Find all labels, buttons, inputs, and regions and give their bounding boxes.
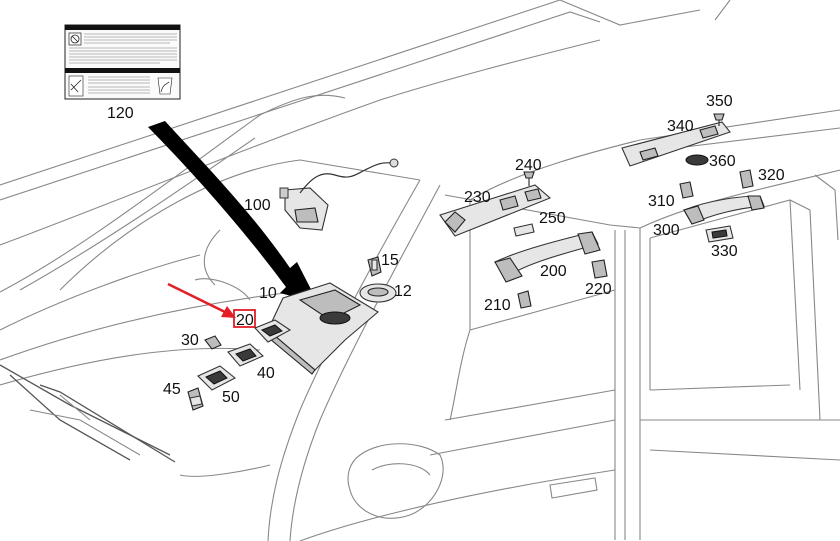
callout-250: 250 [539,210,566,227]
callout-12: 12 [394,283,412,300]
callout-230: 230 [464,189,491,206]
warning-label-icon [64,24,181,100]
part-350-screw [713,113,725,126]
pointer-arrow-icon [148,121,318,303]
part-20-light [254,319,292,343]
callout-210: 210 [484,297,511,314]
callout-340: 340 [667,118,694,135]
highlight-box [233,309,256,328]
callout-30: 30 [181,332,199,349]
part-45-clip [187,387,204,411]
part-220-clip [591,259,608,279]
callout-220: 220 [585,281,612,298]
part-12-cup [359,283,397,303]
callout-45: 45 [163,381,181,398]
callout-200: 200 [540,263,567,280]
part-40-light [227,343,264,367]
callout-100: 100 [244,197,271,214]
callout-40: 40 [257,365,275,382]
callout-350: 350 [706,93,733,110]
part-15-clip [367,256,382,277]
callout-360: 360 [709,153,736,170]
highlight-arrow-icon [167,282,236,318]
part-30-clip [204,335,222,350]
part-230-bracket [439,184,552,237]
callout-320: 320 [758,167,785,184]
part-210-clip [517,290,532,309]
part-240-screw [523,171,535,186]
part-340-rail [621,121,731,167]
part-310-clip [679,181,694,199]
callout-15: 15 [381,252,399,269]
callout-330: 330 [711,243,738,260]
callout-310: 310 [648,193,675,210]
part-330-cover [705,225,734,243]
callout-20: 20 [236,312,254,329]
callout-10: 10 [259,285,277,302]
part-100-mirror-mount [279,158,399,231]
callout-240: 240 [515,157,542,174]
part-360-cover [685,154,709,166]
part-200-handle [494,231,601,283]
part-300-handle [683,195,765,225]
callout-120: 120 [107,105,134,122]
part-250-clip [513,223,535,237]
callout-50: 50 [222,389,240,406]
part-50-lamp [197,365,237,391]
callout-300: 300 [653,222,680,239]
part-320-clip [739,169,754,189]
